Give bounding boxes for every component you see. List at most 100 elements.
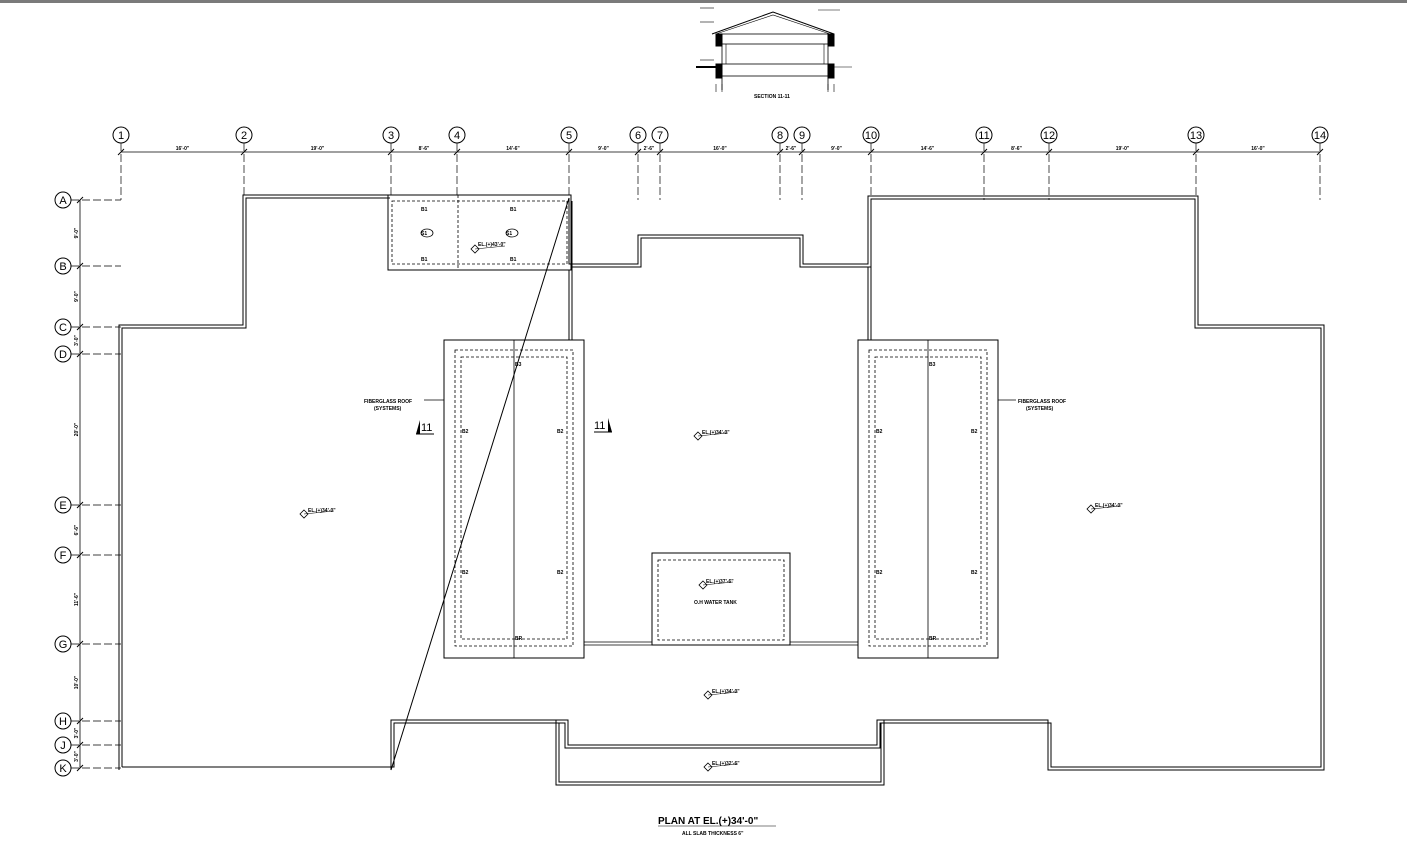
elevation-leader (697, 432, 729, 437)
fiberglass-roof-sub-right: (SYSTEMS) (1026, 406, 1054, 412)
dim-tick (76, 350, 84, 358)
column-grid-label: 12 (1043, 130, 1055, 142)
row-grid-label: G (59, 639, 68, 651)
row-dimension: 9'-0" (74, 227, 80, 238)
fiberglass-roof-sub-left: (SYSTEMS) (374, 406, 402, 412)
column-dimension: 2'-6" (644, 146, 655, 152)
column-dimension: 14'-6" (506, 146, 520, 152)
beam-label: BR (929, 636, 937, 642)
beam-label: B2 (876, 570, 883, 576)
column-dimension: 2'-6" (786, 146, 797, 152)
dim-tick (565, 148, 573, 156)
column-grid-label: 8 (777, 130, 783, 142)
building-outline (118, 194, 1325, 786)
row-dimension: 6'-6" (74, 524, 80, 535)
column-grid-label: 6 (635, 130, 641, 142)
row-grid-label: E (59, 500, 66, 512)
dim-tick (1316, 148, 1324, 156)
column-grid-label: 3 (388, 130, 394, 142)
right-roof-block (857, 339, 999, 659)
column-grid-label: 9 (799, 130, 805, 142)
drawing-title: PLAN AT EL.(+)34'-0" (658, 816, 758, 827)
row-dimension: 20'-0" (74, 422, 80, 436)
column-grid-label: 2 (241, 130, 247, 142)
beam-label: B2 (462, 570, 469, 576)
column-dimension: 16'-0" (713, 146, 727, 152)
section-marker-left (416, 420, 434, 435)
elevation-left: EL.(+)34'-0" (308, 508, 336, 514)
dim-tick (76, 551, 84, 559)
elevation-bottom: EL.(+)32'-6" (712, 761, 740, 767)
section-marker-right (594, 418, 612, 433)
row-grid-label: K (59, 763, 67, 775)
slab-label: S1 (506, 231, 512, 237)
dim-tick (656, 148, 664, 156)
column-dimension: 8'-6" (419, 146, 430, 152)
column-dimension: 19'-0" (1116, 146, 1130, 152)
column-grid-label: 5 (566, 130, 572, 142)
dim-tick (387, 148, 395, 156)
beam-label: BR (515, 636, 523, 642)
column-dimension: 14'-6" (921, 146, 935, 152)
top-slab-block (387, 194, 572, 271)
column-dimension: 9'-0" (598, 146, 609, 152)
column-dimension: 9'-0" (831, 146, 842, 152)
row-dimension: 11'-6" (74, 592, 80, 606)
elevation-top: EL.(+)43'-0" (478, 242, 506, 248)
beam-label: B2 (462, 429, 469, 435)
fiberglass-roof-label-left: FIBERGLASS ROOF (364, 399, 412, 405)
elevation-leader (702, 581, 734, 586)
dim-tick (798, 148, 806, 156)
row-dimension: 3'-0" (74, 334, 80, 345)
top-border (0, 0, 1407, 3)
column-dimension: 16'-0" (1251, 146, 1265, 152)
beam-label: B1 (421, 207, 428, 213)
dim-tick (76, 262, 84, 270)
column-grid-label: 11 (978, 130, 989, 142)
row-grid-label: C (59, 322, 67, 334)
column-dimension: 16'-0" (176, 146, 190, 152)
column-dimension: 8'-6" (1011, 146, 1022, 152)
elevation-markers (299, 244, 1122, 772)
beam-label: B3 (929, 362, 936, 368)
dim-tick (117, 148, 125, 156)
row-dimension: 9'-0" (74, 290, 80, 301)
dim-tick (76, 323, 84, 331)
section-marker-label-right: 11 (594, 420, 605, 432)
dim-tick (76, 717, 84, 725)
beam-label: B3 (515, 362, 522, 368)
section-detail (696, 7, 852, 92)
row-grid-label: D (59, 349, 67, 361)
elevation-marker-icon (470, 244, 480, 254)
elevation-leader (474, 245, 506, 250)
row-grid-label: H (59, 716, 67, 728)
dim-tick (1192, 148, 1200, 156)
row-grid-label: F (60, 550, 67, 562)
beam-label: B2 (557, 570, 564, 576)
slab-label: S1 (421, 231, 427, 237)
water-tank-label: O.H WATER TANK (694, 600, 737, 606)
drawing-subtitle: ALL SLAB THICKNESS 6" (682, 831, 744, 837)
column-grid-label: 13 (1190, 130, 1202, 142)
row-dimension: 10'-0" (74, 675, 80, 689)
elevation-right: EL.(+)34'-0" (1095, 503, 1123, 509)
column-grid-label: 1 (118, 130, 124, 142)
dim-tick (76, 196, 84, 204)
elevation-marker-icon (299, 509, 309, 519)
column-grid-label: 4 (454, 130, 460, 142)
column-grid-label: 10 (865, 130, 877, 142)
section-title: SECTION 11-11 (754, 94, 790, 100)
elevation-center: EL.(+)34'-0" (702, 430, 730, 436)
dim-tick (240, 148, 248, 156)
row-dimension: 3'-0" (74, 727, 80, 738)
dim-tick (776, 148, 784, 156)
beam-label: B2 (971, 570, 978, 576)
elevation-marker-icon (703, 690, 713, 700)
row-grid-label: A (59, 195, 67, 207)
elevation-marker-icon (703, 762, 713, 772)
dim-tick (867, 148, 875, 156)
elevation-leader (1090, 505, 1122, 510)
water-tank-block (651, 552, 791, 646)
elevation-lower: EL.(+)34'-0" (712, 689, 740, 695)
